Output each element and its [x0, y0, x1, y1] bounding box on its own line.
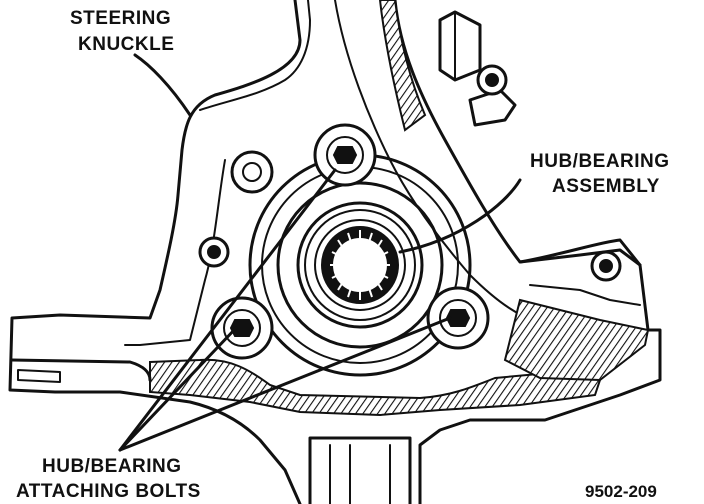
hub-bearing-assembly [248, 153, 472, 377]
label-hub-bearing-assembly-line2: ASSEMBLY [552, 176, 660, 197]
label-hub-bearing-assembly-line1: HUB/BEARING [530, 151, 670, 172]
small-bolt-right [590, 250, 622, 282]
small-bolt-top-right [476, 64, 508, 96]
bolt-top [313, 123, 377, 187]
bolt-lower-left [210, 296, 274, 360]
label-steering-knuckle-line2: KNUCKLE [78, 34, 174, 55]
label-attaching-bolts-line2: ATTACHING BOLTS [16, 481, 201, 502]
label-steering-knuckle-line1: STEERING [70, 8, 171, 29]
leader-lines [118, 53, 522, 452]
figure-number: 9502-209 [585, 482, 657, 501]
small-bolt-left [198, 236, 230, 268]
bolt-lower-right [426, 286, 490, 350]
knuckle-body [8, 0, 662, 504]
knuckle-hole [230, 150, 274, 194]
spline-teeth [330, 230, 390, 300]
label-attaching-bolts-line1: HUB/BEARING [42, 456, 182, 477]
